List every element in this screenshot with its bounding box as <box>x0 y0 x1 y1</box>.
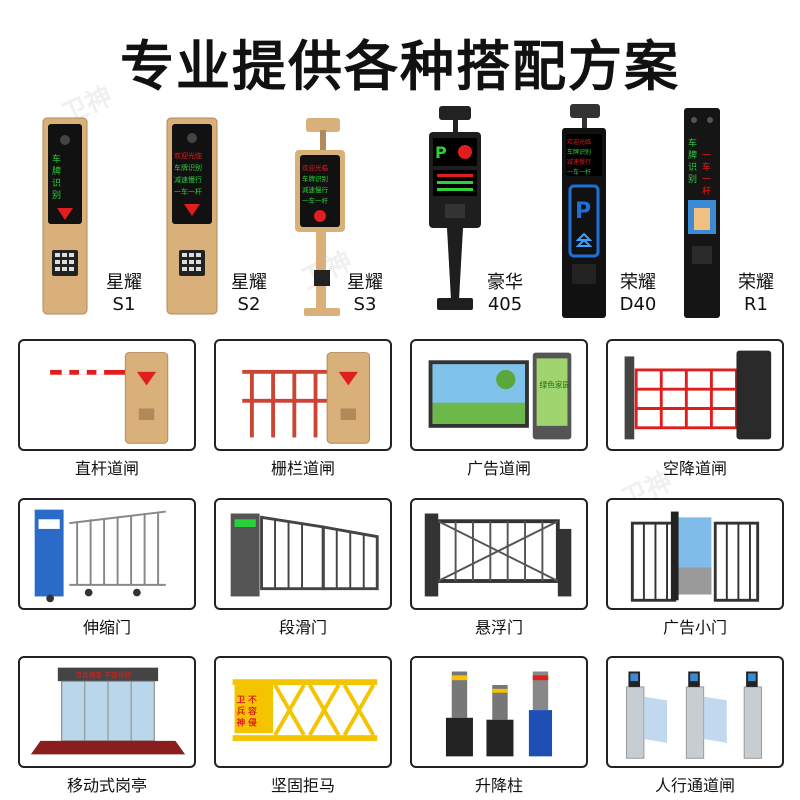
segment-sliding-gate-image <box>230 513 379 597</box>
product-row: 车 牌 识 别 星耀 S1 欢迎光临 车牌识别 减速慢行 一车一杆 <box>0 100 800 330</box>
svg-text:减速慢行: 减速慢行 <box>302 185 329 194</box>
svg-text:减速慢行: 减速慢行 <box>174 175 202 184</box>
svg-text:欢迎光临: 欢迎光临 <box>567 138 591 146</box>
product-label-line1: 星耀 <box>347 272 383 293</box>
pedestrian-gate-image <box>626 671 763 759</box>
product-xingyao-s3: 欢迎光临 车牌识别 减速慢行 一车一杆 星耀 S3 <box>290 100 400 330</box>
card-ad-barrier: 绿色家园 <box>410 339 588 451</box>
airdrop-barrier-image <box>624 350 772 440</box>
product-label-line2: S1 <box>112 294 136 315</box>
product-rongyao-r1: 车 牌 识 别 一 车 一 杆 荣耀 R1 <box>680 100 795 330</box>
product-xingyao-s1: 车 牌 识 别 星耀 S1 <box>40 100 160 330</box>
product-label-line2: D40 <box>619 294 657 315</box>
svg-text:别: 别 <box>688 174 697 185</box>
product-rongyao-d40: 欢迎光临 车牌识别 减速慢行 一车一杆 P 荣耀 D40 <box>558 100 678 330</box>
svg-text:别: 别 <box>52 190 61 201</box>
card-caption: 悬浮门 <box>474 618 523 637</box>
fence-barrier-image <box>242 352 371 444</box>
suspended-gate-image <box>424 513 572 597</box>
product-405-image: P <box>429 106 481 310</box>
svg-text:欢迎光临: 欢迎光临 <box>174 151 202 160</box>
card-segment-sliding-gate <box>214 498 392 610</box>
svg-text:神 侵: 神 侵 <box>236 717 257 729</box>
product-xingyao-s2: 欢迎光临 车牌识别 减速慢行 一车一杆 星耀 S2 <box>165 100 285 330</box>
svg-text:兵 容: 兵 容 <box>236 705 257 717</box>
straight-barrier-image <box>50 352 169 444</box>
card-ad-small-gate <box>606 498 784 610</box>
product-r1-image: 车 牌 识 别 一 车 一 杆 <box>684 108 720 318</box>
barricade-image: 卫 不 兵 容 神 侵 <box>232 679 378 741</box>
svg-text:P: P <box>575 199 591 224</box>
card-mobile-booth: 卫兵神圣 不容侵犯 <box>18 656 196 768</box>
card-caption: 空降道闸 <box>662 459 727 478</box>
card-caption: 伸缩门 <box>82 618 131 637</box>
svg-text:识: 识 <box>52 178 61 189</box>
svg-text:卫兵神圣 不容侵犯: 卫兵神圣 不容侵犯 <box>75 670 131 679</box>
svg-text:车: 车 <box>702 161 711 173</box>
svg-text:车牌识别: 车牌识别 <box>174 163 202 172</box>
card-pedestrian-gate <box>606 656 784 768</box>
card-caption: 坚固拒马 <box>270 776 335 795</box>
product-label-line1: 豪华 <box>487 272 523 293</box>
card-caption: 广告小门 <box>662 618 727 637</box>
product-haohua-405: P 豪华 405 <box>425 100 545 330</box>
svg-text:杆: 杆 <box>702 185 711 197</box>
card-caption: 段滑门 <box>278 618 327 637</box>
card-suspended-gate <box>410 498 588 610</box>
svg-text:车牌识别: 车牌识别 <box>567 148 591 156</box>
product-label-line1: 星耀 <box>106 272 142 293</box>
product-s2-image: 欢迎光临 车牌识别 减速慢行 一车一杆 <box>166 117 218 315</box>
card-barricade: 卫 不 兵 容 神 侵 <box>214 656 392 768</box>
product-s3-image: 欢迎光临 车牌识别 减速慢行 一车一杆 <box>295 118 345 316</box>
svg-text:P: P <box>435 143 447 162</box>
svg-text:车: 车 <box>688 137 697 149</box>
product-label-line1: 荣耀 <box>738 272 774 293</box>
card-caption: 升降柱 <box>474 776 523 795</box>
card-straight-barrier <box>18 339 196 451</box>
product-s1-image: 车 牌 识 别 <box>42 117 88 315</box>
svg-text:一: 一 <box>702 151 711 161</box>
card-airdrop-barrier <box>606 339 784 451</box>
page-title: 专业提供各种搭配方案 <box>120 35 680 98</box>
card-caption: 广告道闸 <box>466 459 531 478</box>
svg-text:欢迎光临: 欢迎光临 <box>302 163 329 172</box>
svg-text:车: 车 <box>52 153 61 165</box>
svg-text:牌: 牌 <box>688 149 697 161</box>
svg-text:卫 不: 卫 不 <box>236 694 257 705</box>
svg-text:牌: 牌 <box>52 165 61 177</box>
card-rising-bollard <box>410 656 588 768</box>
card-fence-barrier <box>214 339 392 451</box>
ad-small-gate-image <box>630 511 760 602</box>
product-label-line2: 405 <box>487 294 523 315</box>
card-caption: 栅栏道闸 <box>270 459 335 478</box>
mobile-booth-image: 卫兵神圣 不容侵犯 <box>30 667 186 755</box>
svg-text:一车一杆: 一车一杆 <box>302 196 329 205</box>
svg-text:减速慢行: 减速慢行 <box>567 158 591 166</box>
product-label-line2: R1 <box>744 294 768 315</box>
ad-barrier-image: 绿色家园 <box>428 352 572 440</box>
svg-text:一车一杆: 一车一杆 <box>174 187 202 196</box>
product-label-line2: S3 <box>353 294 377 315</box>
card-caption: 人行通道闸 <box>654 776 735 795</box>
svg-text:一: 一 <box>702 175 711 185</box>
rising-bollard-image <box>445 671 553 757</box>
svg-text:绿色家园: 绿色家园 <box>540 379 571 389</box>
retractable-gate-image <box>34 509 166 603</box>
card-retractable-gate <box>18 498 196 610</box>
card-caption: 移动式岗亭 <box>66 776 147 795</box>
product-label-line1: 荣耀 <box>620 272 656 293</box>
svg-text:一车一杆: 一车一杆 <box>567 168 591 176</box>
product-label-line1: 星耀 <box>231 272 267 293</box>
product-label-line2: S2 <box>237 294 261 315</box>
svg-text:识: 识 <box>688 162 697 173</box>
svg-text:车牌识别: 车牌识别 <box>302 174 328 183</box>
product-d40-image: 欢迎光临 车牌识别 减速慢行 一车一杆 P <box>562 104 606 318</box>
card-caption: 直杆道闸 <box>74 459 139 478</box>
